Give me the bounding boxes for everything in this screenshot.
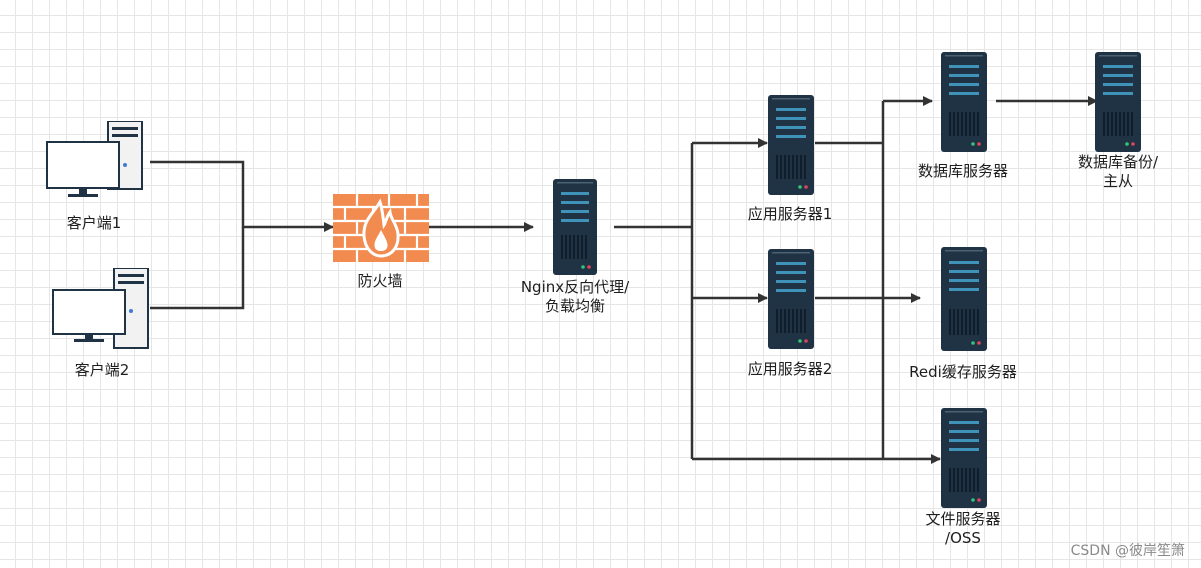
client1-computer[interactable] [46, 120, 146, 205]
server-icon [553, 179, 597, 275]
firewall-icon [333, 194, 429, 262]
file-label: 文件服务器 /OSS [925, 510, 1001, 547]
server-icon [768, 95, 814, 195]
computer-icon [46, 120, 143, 197]
server-icon [941, 408, 987, 508]
nginx-server[interactable] [553, 179, 597, 279]
edge-client1-firewall [150, 160, 334, 232]
watermark: CSDN @彼岸笙箫 [1070, 543, 1185, 559]
db-label: 数据库服务器 [917, 162, 1009, 180]
server-icon [1095, 52, 1141, 152]
db-server[interactable] [941, 52, 987, 156]
client1-label: 客户端1 [66, 214, 122, 232]
client2-label: 客户端2 [74, 361, 130, 379]
file-server[interactable] [941, 408, 987, 512]
firewall-label: 防火墙 [357, 272, 403, 290]
db-backup-label: 数据库备份/ 主从 [1077, 153, 1159, 190]
app2-label: 应用服务器2 [747, 360, 833, 378]
app-server-1[interactable] [768, 95, 814, 199]
server-icon [768, 249, 814, 349]
app-server-2[interactable] [768, 249, 814, 353]
server-icon [941, 52, 987, 152]
nginx-label: Nginx反向代理/ 负载均衡 [520, 278, 630, 315]
computer-icon [52, 267, 149, 349]
db-backup-server[interactable] [1095, 52, 1141, 156]
app1-label: 应用服务器1 [747, 205, 833, 223]
redis-label: Redi缓存服务器 [909, 363, 1017, 381]
edge-client2-firewall [150, 227, 245, 310]
firewall-node[interactable] [333, 194, 429, 266]
client2-computer[interactable] [52, 267, 152, 354]
server-icon [941, 247, 987, 351]
redis-server[interactable] [941, 247, 987, 355]
